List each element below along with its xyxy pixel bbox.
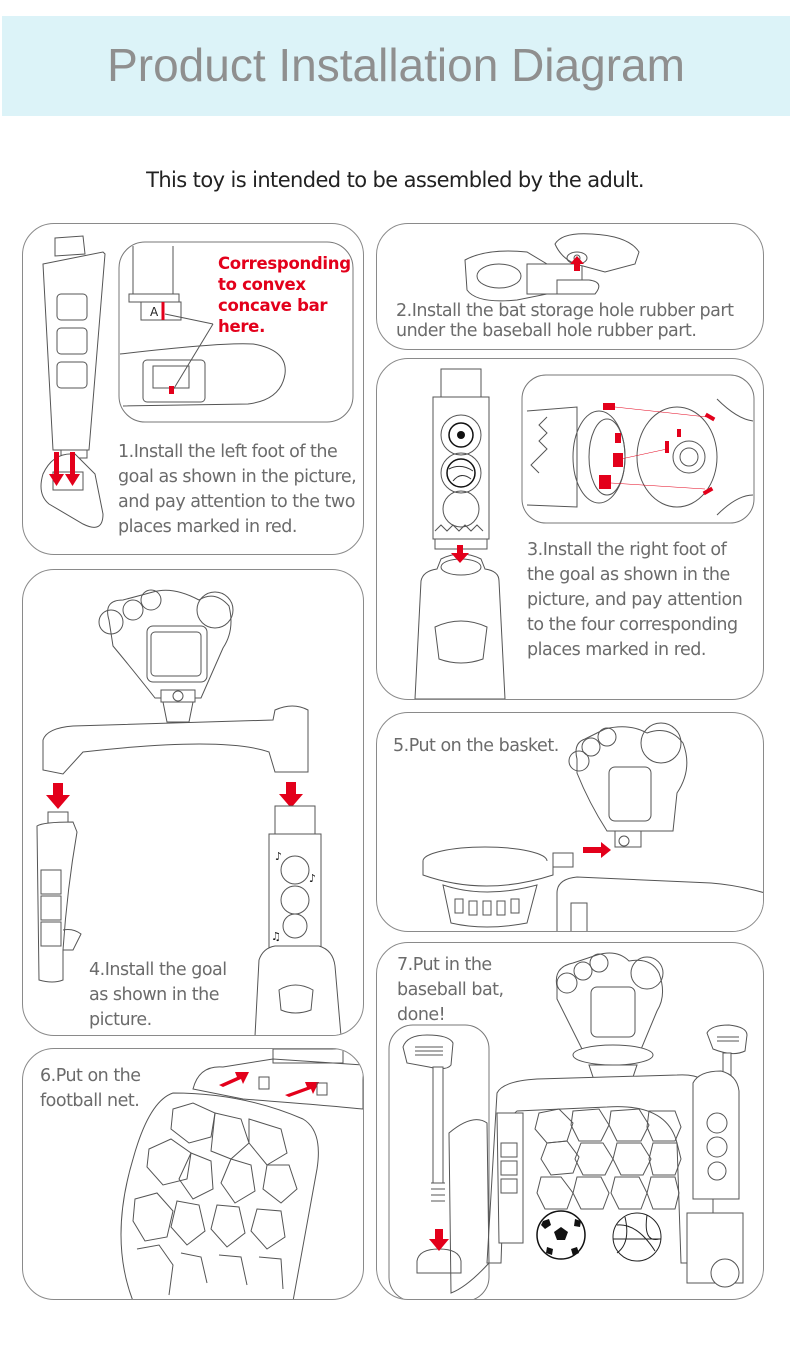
step-2-panel: 2.Install the bat storage hole rubber pa…: [376, 223, 764, 350]
rubber-part-illustration: [464, 233, 640, 302]
music-note-icon: ♪: [275, 850, 282, 863]
label-a: A: [150, 305, 159, 319]
assembled-toy-illustration: [388, 952, 748, 1299]
page-title: Product Installation Diagram: [107, 39, 685, 91]
step-3-panel: 3.Install the right foot of the goal as …: [376, 358, 764, 700]
basketball-icon: [612, 1212, 662, 1262]
step-4-panel: ♪ ♪ ♫ 4.Install the goal as shown in the…: [22, 569, 364, 1036]
soccer-ball-icon: [536, 1210, 586, 1260]
step-5-text: 5.Put on the basket.: [393, 736, 559, 756]
right-foot-illustration: [414, 368, 755, 699]
title-banner: Product Installation Diagram: [2, 16, 790, 116]
convex-concave-callout: Corresponding to convex concave bar here…: [218, 254, 351, 336]
step-2-text: 2.Install the bat storage hole rubber pa…: [396, 301, 734, 341]
basket-illustration: [422, 722, 763, 931]
step-3-text: 3.Install the right foot of the goal as …: [527, 540, 743, 660]
football-net-illustration: [120, 1049, 363, 1299]
goal-frame-illustration: ♪ ♪ ♫: [36, 589, 342, 1035]
step-6-panel: 6.Put on the football net.: [22, 1048, 364, 1300]
left-foot-illustration: A: [40, 235, 354, 528]
assembly-notice: This toy is intended to be assembled by …: [146, 168, 644, 192]
step-4-text: 4.Install the goal as shown in the pictu…: [89, 960, 227, 1030]
step-6-text: 6.Put on the football net.: [40, 1066, 141, 1111]
music-note-icon: ♪: [309, 872, 316, 885]
step-1-text: 1.Install the left foot of the goal as s…: [118, 442, 357, 537]
step-7-text: 7.Put in the baseball bat, done!: [397, 955, 504, 1025]
step-7-panel: 7.Put in the baseball bat, done!: [376, 942, 764, 1300]
music-note-icon: ♫: [271, 930, 281, 943]
step-1-panel: A Corresponding to convex concave bar he…: [22, 223, 364, 555]
step-5-panel: 5.Put on the basket.: [376, 712, 764, 932]
